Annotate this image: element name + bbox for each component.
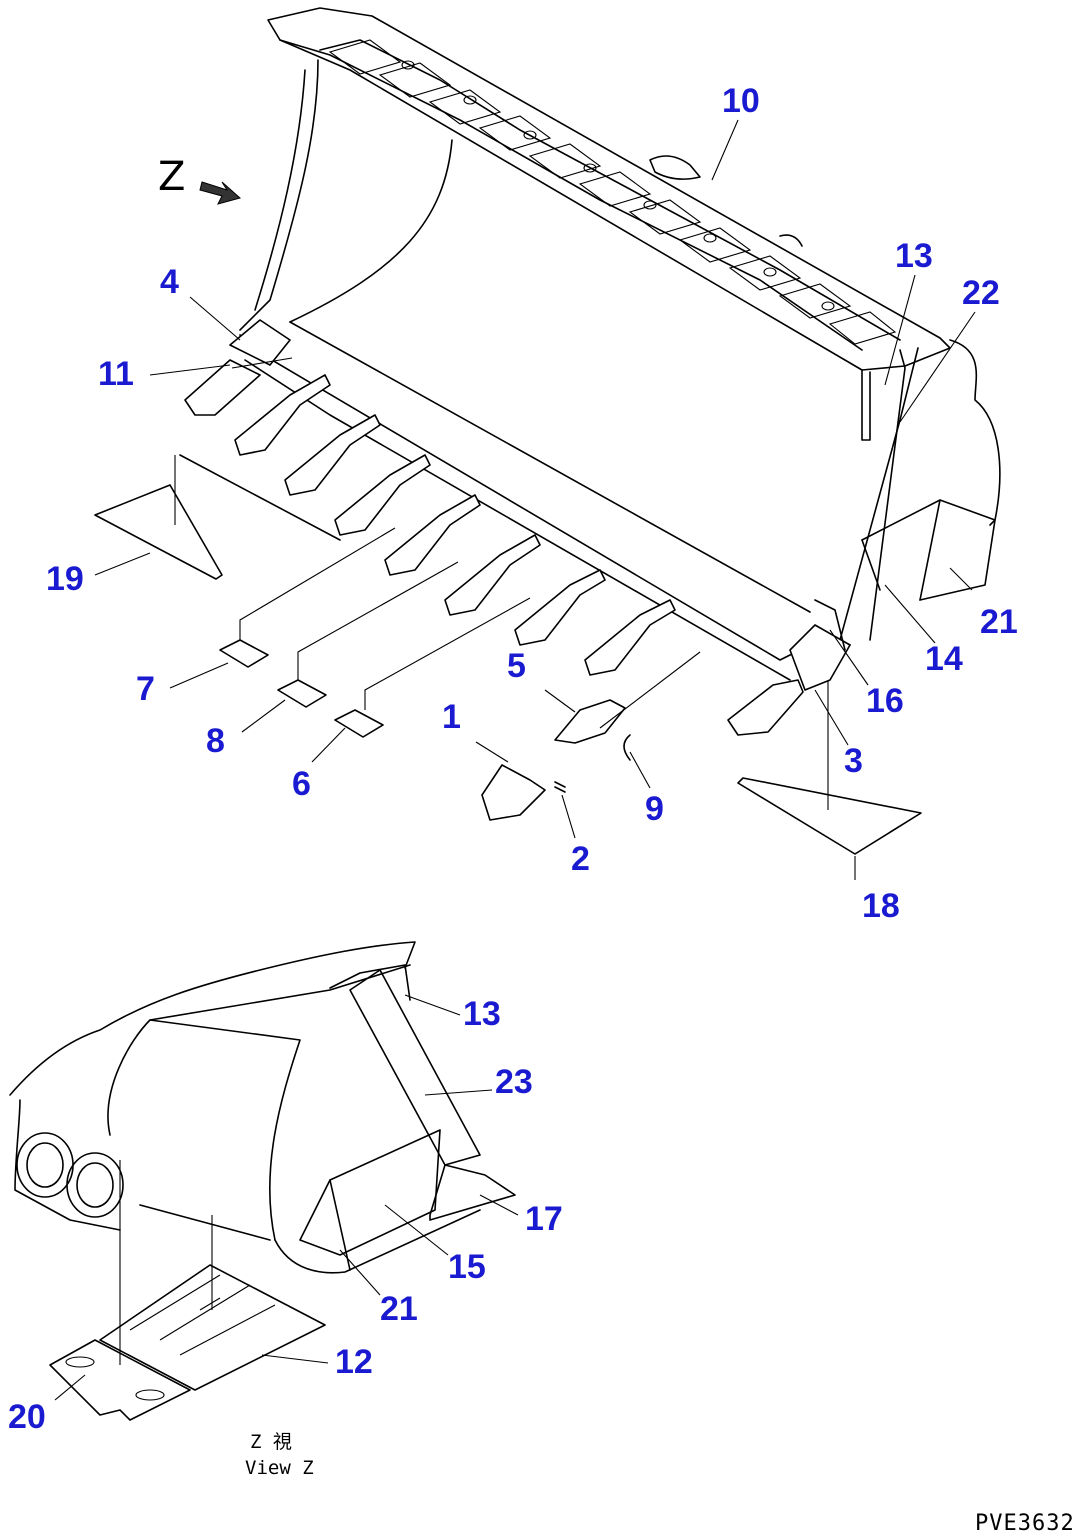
callout-4: 4 xyxy=(160,263,179,301)
callout-21-viewz: 21 xyxy=(380,1290,418,1328)
callout-6: 6 xyxy=(292,765,311,803)
callout-20: 20 xyxy=(8,1398,46,1436)
callout-1: 1 xyxy=(442,698,461,736)
tooth-shims xyxy=(219,527,531,738)
callout-5: 5 xyxy=(507,647,526,685)
callout-2: 2 xyxy=(571,840,590,878)
callout-14: 14 xyxy=(925,640,963,678)
arrow-icon xyxy=(199,181,242,205)
bucket-left-side xyxy=(239,59,453,331)
callout-18: 18 xyxy=(862,887,900,925)
wear-plate-19 xyxy=(94,484,223,580)
view-caption-en: View Z xyxy=(245,1457,314,1479)
callout-10: 10 xyxy=(722,82,760,120)
callout-9: 9 xyxy=(645,790,664,828)
wear-plate-18 xyxy=(737,777,922,855)
leader-lines xyxy=(54,119,976,1401)
tooth-point-1 xyxy=(475,741,566,821)
view-caption-jp: Z 視 xyxy=(250,1431,292,1453)
callout-12: 12 xyxy=(335,1343,373,1381)
cutting-edge-with-teeth xyxy=(184,319,851,736)
callout-11: 11 xyxy=(98,355,134,393)
adapter-5 xyxy=(544,651,701,761)
callout-21-main: 21 xyxy=(980,603,1018,641)
callout-22: 22 xyxy=(962,274,1000,312)
callout-15: 15 xyxy=(448,1248,486,1286)
callout-17: 17 xyxy=(525,1200,563,1238)
bucket-bottom xyxy=(179,321,811,613)
bucket-top-edge xyxy=(267,7,951,371)
callout-19: 19 xyxy=(46,560,84,598)
callout-23: 23 xyxy=(495,1063,533,1101)
callout-3: 3 xyxy=(844,742,863,780)
callout-7: 7 xyxy=(136,670,155,708)
callout-16: 16 xyxy=(866,682,904,720)
drawing-code: PVE3632 xyxy=(975,1511,1075,1536)
bucket-right-side xyxy=(839,339,1001,646)
view-direction-arrow: Z xyxy=(158,154,242,205)
callout-13-viewz: 13 xyxy=(463,995,501,1033)
view-caption: Z 視 View Z xyxy=(245,1431,314,1479)
view-marker-letter: Z xyxy=(158,154,185,200)
bucket-main-view xyxy=(94,7,1001,855)
view-z-drawing xyxy=(9,941,516,1421)
callout-8: 8 xyxy=(206,722,225,760)
callout-labels: 10 13 22 4 11 19 21 14 16 5 3 18 7 8 6 1… xyxy=(8,82,1018,1436)
callout-13-main: 13 xyxy=(895,237,933,275)
